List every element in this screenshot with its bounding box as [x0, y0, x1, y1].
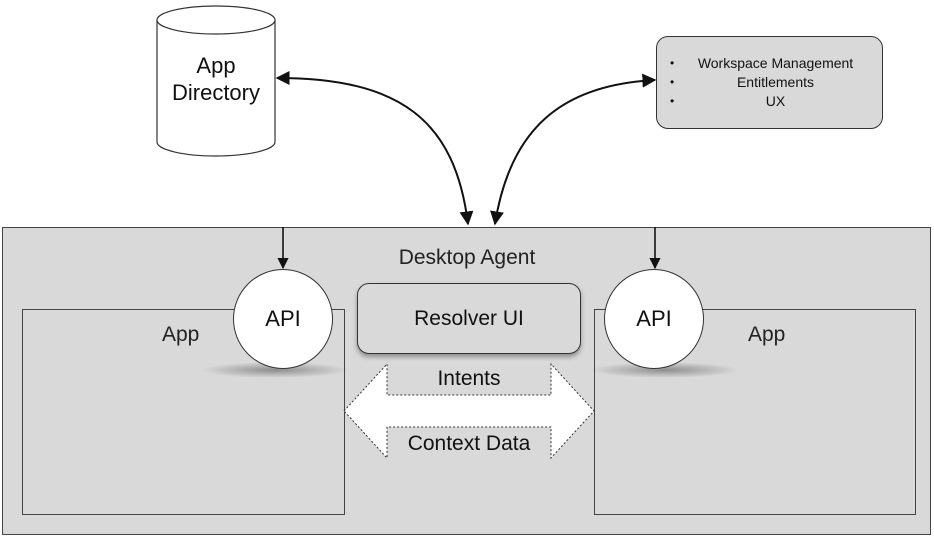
bullet-icon: •: [670, 94, 675, 108]
workspace-info-box: • Workspace Management • Entitlements • UX: [656, 36, 883, 129]
info-item: • Workspace Management: [657, 54, 882, 73]
context-data-label: Context Data: [407, 432, 531, 455]
right-app-panel: [594, 309, 916, 515]
desktop-agent-title: Desktop Agent: [398, 246, 536, 269]
right-api-shadow: [590, 362, 740, 378]
info-item-text: Workspace Management: [697, 55, 854, 71]
app-directory-cylinder: [156, 5, 276, 157]
info-item-text: Entitlements: [736, 74, 815, 90]
right-app-label: App: [748, 323, 786, 346]
intents-label: Intents: [437, 367, 501, 390]
bullet-icon: •: [670, 75, 675, 89]
app-directory-label-line2: Directory: [171, 80, 260, 105]
app-directory-label-line1: App: [196, 53, 236, 78]
left-app-label: App: [162, 323, 200, 346]
info-box-agent-arrow: [490, 73, 657, 226]
info-item: • UX: [657, 92, 882, 111]
intents-context-block-arrow: [343, 362, 595, 460]
app-directory-label: App Directory: [157, 52, 275, 106]
left-api-circle: API: [233, 269, 333, 369]
left-api-shadow: [200, 362, 350, 378]
bullet-icon: •: [670, 56, 675, 70]
resolver-ui-label: Resolver UI: [414, 306, 524, 330]
workspace-info-list: • Workspace Management • Entitlements • UX: [657, 37, 882, 111]
resolver-ui-box: Resolver UI: [357, 283, 581, 354]
info-item-text: UX: [765, 93, 786, 109]
app-directory-agent-arrow: [275, 71, 474, 226]
right-api-circle: API: [604, 269, 704, 369]
info-item: • Entitlements: [657, 73, 882, 92]
